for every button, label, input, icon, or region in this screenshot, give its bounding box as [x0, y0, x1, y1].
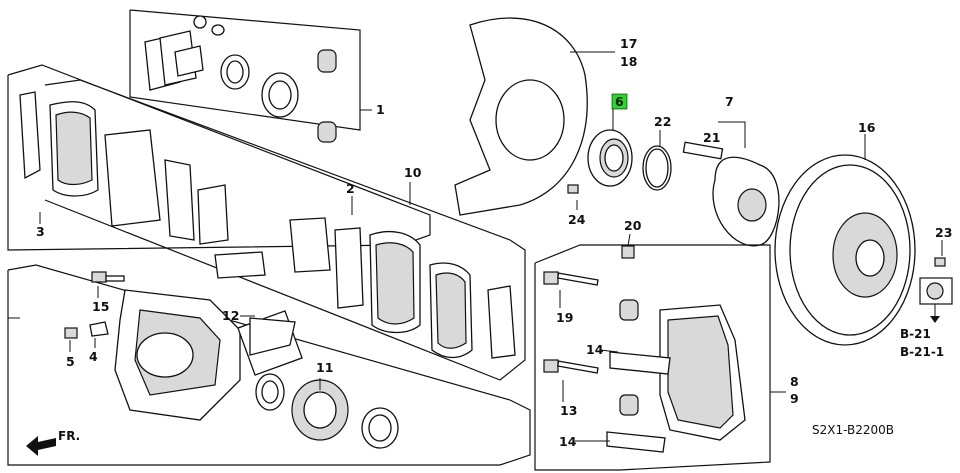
brake-pads-upper	[19, 91, 266, 279]
callout-24: 24	[568, 212, 586, 227]
callout-7: 7	[725, 94, 734, 109]
callout-1: 1	[376, 102, 385, 117]
callout-10: 10	[404, 165, 422, 180]
callout-16: 16	[858, 120, 876, 135]
callout-9: 9	[790, 391, 799, 406]
callout-13: 13	[560, 403, 577, 418]
callout-15: 15	[92, 299, 109, 314]
caliper-bracket	[659, 304, 746, 441]
callout-5: 5	[66, 354, 75, 369]
callout-14-upper: 14	[586, 342, 604, 357]
small-bolt-24	[567, 184, 579, 210]
brake-pads-lower	[289, 217, 516, 359]
callout-19: 19	[556, 310, 573, 325]
front-direction-arrow: FR.	[26, 429, 80, 456]
splash-shield	[454, 17, 615, 216]
hub-nut	[919, 257, 953, 323]
callout-11: 11	[316, 360, 333, 375]
caliper-box	[7, 264, 531, 466]
caliper-bracket-box	[534, 244, 786, 471]
leader-lines	[69, 233, 943, 442]
callout-3: 3	[36, 224, 45, 239]
seal-kit-box	[129, 9, 372, 143]
reference-b21[interactable]: B-21	[900, 327, 931, 341]
snap-ring	[642, 130, 672, 191]
callouts: 1 2 3 4 5 6 7 8 9 10 11 12 13 14 14 15 1…	[36, 36, 952, 449]
guide-pins	[543, 245, 639, 416]
diagram-code: S2X1-B2200B	[812, 423, 894, 437]
front-label: FR.	[58, 429, 80, 443]
brake-disc	[774, 134, 916, 346]
callout-20: 20	[624, 218, 642, 233]
callout-22: 22	[654, 114, 671, 129]
references: B-21 B-21-1 S2X1-B2200B	[812, 327, 944, 437]
wheel-hub	[682, 121, 780, 247]
pad-set-box	[7, 64, 526, 381]
reference-b21-1[interactable]: B-21-1	[900, 345, 944, 359]
callout-21: 21	[703, 130, 720, 145]
bleeder-bolt-parts	[64, 271, 125, 339]
wheel-bearing	[587, 108, 633, 187]
caliper-body	[114, 289, 241, 421]
callout-2: 2	[346, 181, 355, 196]
callout-4: 4	[89, 349, 98, 364]
callout-17: 17	[620, 36, 637, 51]
highlight-box	[611, 93, 628, 110]
callout-6-highlighted[interactable]: 6	[615, 94, 624, 109]
callout-12: 12	[222, 308, 239, 323]
pad-retainers	[249, 317, 671, 453]
callout-23: 23	[935, 225, 952, 240]
callout-14-lower: 14	[559, 434, 577, 449]
callout-18: 18	[620, 54, 637, 69]
callout-8: 8	[790, 374, 799, 389]
